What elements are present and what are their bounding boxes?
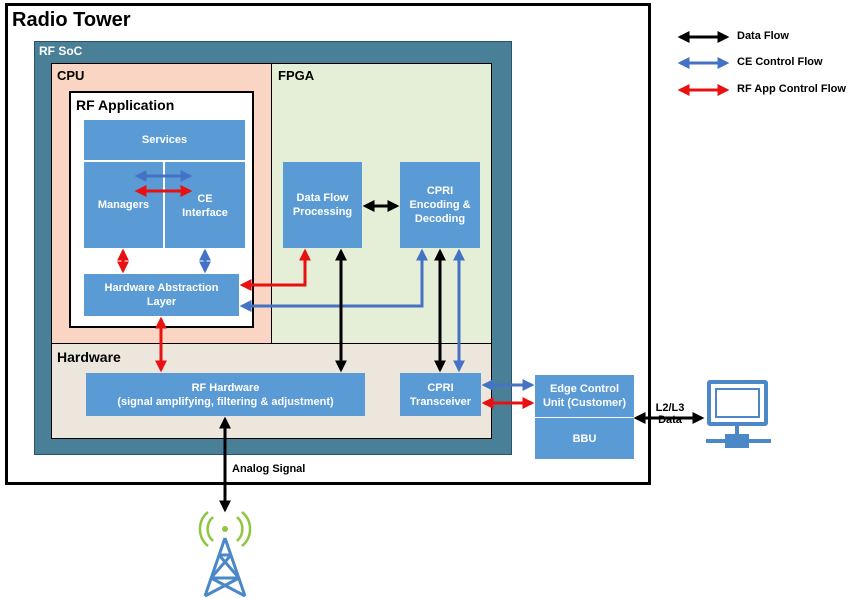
data-flow-processing-block: Data Flow Processing bbox=[283, 162, 362, 248]
legend-ce-control-label: CE Control Flow bbox=[737, 56, 823, 68]
cpri-transceiver-block: CPRI Transceiver bbox=[400, 373, 481, 416]
hal-cpri-ce-arrow bbox=[239, 248, 428, 312]
antenna-tower-icon bbox=[198, 511, 252, 598]
rf-application-title: RF Application bbox=[76, 97, 175, 113]
edge-control-unit-block: Edge Control Unit (Customer) bbox=[535, 375, 634, 417]
analog-signal-label: Analog Signal bbox=[232, 463, 306, 475]
legend-data-flow-label: Data Flow bbox=[737, 30, 789, 42]
hal-block: Hardware Abstraction Layer bbox=[84, 274, 239, 316]
fpga-title: FPGA bbox=[278, 68, 315, 83]
services-block: Services bbox=[84, 120, 245, 160]
radio-tower-title: Radio Tower bbox=[12, 9, 131, 31]
hardware-title: Hardware bbox=[57, 349, 121, 365]
l2l3-data-label: L2/L3 Data bbox=[655, 402, 685, 426]
cpri-encoding-block: CPRI Encoding & Decoding bbox=[400, 162, 480, 248]
cpu-title: CPU bbox=[57, 68, 85, 83]
rf-soc-title: RF SoC bbox=[39, 44, 83, 58]
rf-hardware-block: RF Hardware (signal amplifying, filterin… bbox=[86, 373, 365, 416]
hal-dfp-rf-arrow bbox=[239, 248, 311, 291]
legend-rf-control-label: RF App Control Flow bbox=[737, 83, 846, 95]
computer-terminal-icon bbox=[706, 380, 771, 448]
bbu-block: BBU bbox=[535, 418, 634, 459]
